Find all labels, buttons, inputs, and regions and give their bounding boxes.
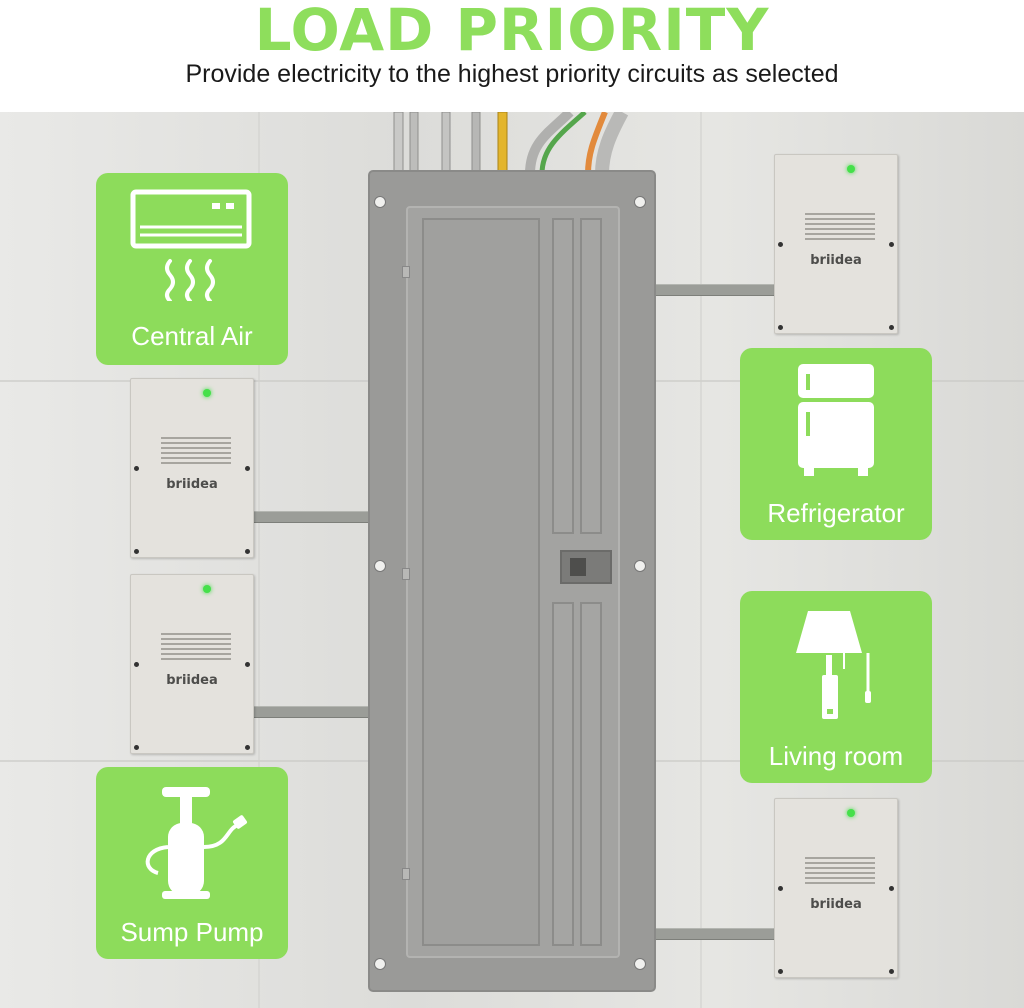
panel-screw — [634, 560, 646, 572]
door-strip — [552, 218, 574, 534]
mount-hole — [889, 242, 894, 247]
conduit — [656, 928, 774, 940]
card-refrigerator: Refrigerator — [740, 348, 932, 540]
spec-text-lines — [161, 437, 231, 467]
card-label: Sump Pump — [120, 917, 264, 947]
mount-hole — [778, 242, 783, 247]
load-controller-module: briidea — [130, 378, 254, 558]
wall-seam — [700, 112, 702, 1008]
conduit — [656, 284, 774, 296]
panel-screw — [374, 196, 386, 208]
door-latch[interactable] — [560, 550, 612, 584]
mount-hole — [245, 549, 250, 554]
page-subtitle: Provide electricity to the highest prior… — [185, 60, 839, 88]
mount-hole — [778, 886, 783, 891]
card-label: Central Air — [131, 321, 253, 351]
mount-hole — [134, 466, 139, 471]
load-controller-module: briidea — [774, 798, 898, 978]
card-living-room: Living room — [740, 591, 932, 783]
refrigerator-icon — [798, 364, 874, 476]
status-led — [203, 389, 211, 397]
status-led — [203, 585, 211, 593]
mount-hole — [889, 969, 894, 974]
spec-text-lines — [161, 633, 231, 663]
mount-hole — [134, 549, 139, 554]
door-hinge — [402, 868, 410, 880]
conduit — [254, 511, 368, 523]
card-label: Living room — [768, 741, 904, 771]
door-strip — [580, 218, 602, 534]
pump-icon — [145, 787, 247, 899]
brand-logo: briidea — [810, 897, 862, 912]
mount-hole — [245, 745, 250, 750]
door-hinge — [402, 266, 410, 278]
panel-wires — [393, 112, 629, 174]
wall-seam — [258, 112, 260, 1008]
mount-hole — [245, 466, 250, 471]
mount-hole — [889, 325, 894, 330]
mount-hole — [778, 969, 783, 974]
brand-logo: briidea — [166, 477, 218, 492]
door-strip — [580, 602, 602, 946]
spec-text-lines — [805, 857, 875, 887]
door-center-panel — [422, 218, 540, 946]
card-label: Refrigerator — [767, 498, 905, 528]
mount-hole — [245, 662, 250, 667]
brand-logo: briidea — [166, 673, 218, 688]
lamp-icon — [796, 611, 871, 719]
header: LOAD PRIORITY Provide electricity to the… — [0, 0, 1024, 112]
mount-hole — [134, 662, 139, 667]
door-hinge — [402, 568, 410, 580]
spec-text-lines — [805, 213, 875, 243]
card-sump-pump: Sump Pump — [96, 767, 288, 959]
mount-hole — [889, 886, 894, 891]
latch-button — [570, 558, 586, 576]
panel-screw — [634, 958, 646, 970]
mount-hole — [134, 745, 139, 750]
panel-door — [402, 206, 620, 958]
panel-screw — [374, 560, 386, 572]
air-conditioner-icon — [130, 189, 252, 301]
conduit — [254, 706, 368, 718]
load-controller-module: briidea — [774, 154, 898, 334]
status-led — [847, 809, 855, 817]
panel-screw — [634, 196, 646, 208]
door-strip — [552, 602, 574, 946]
breaker-panel — [368, 170, 656, 992]
mount-hole — [778, 325, 783, 330]
load-controller-module: briidea — [130, 574, 254, 754]
brand-logo: briidea — [810, 253, 862, 268]
card-central-air: Central Air — [96, 173, 288, 365]
panel-screw — [374, 958, 386, 970]
status-led — [847, 165, 855, 173]
page-title: LOAD PRIORITY — [254, 0, 770, 64]
